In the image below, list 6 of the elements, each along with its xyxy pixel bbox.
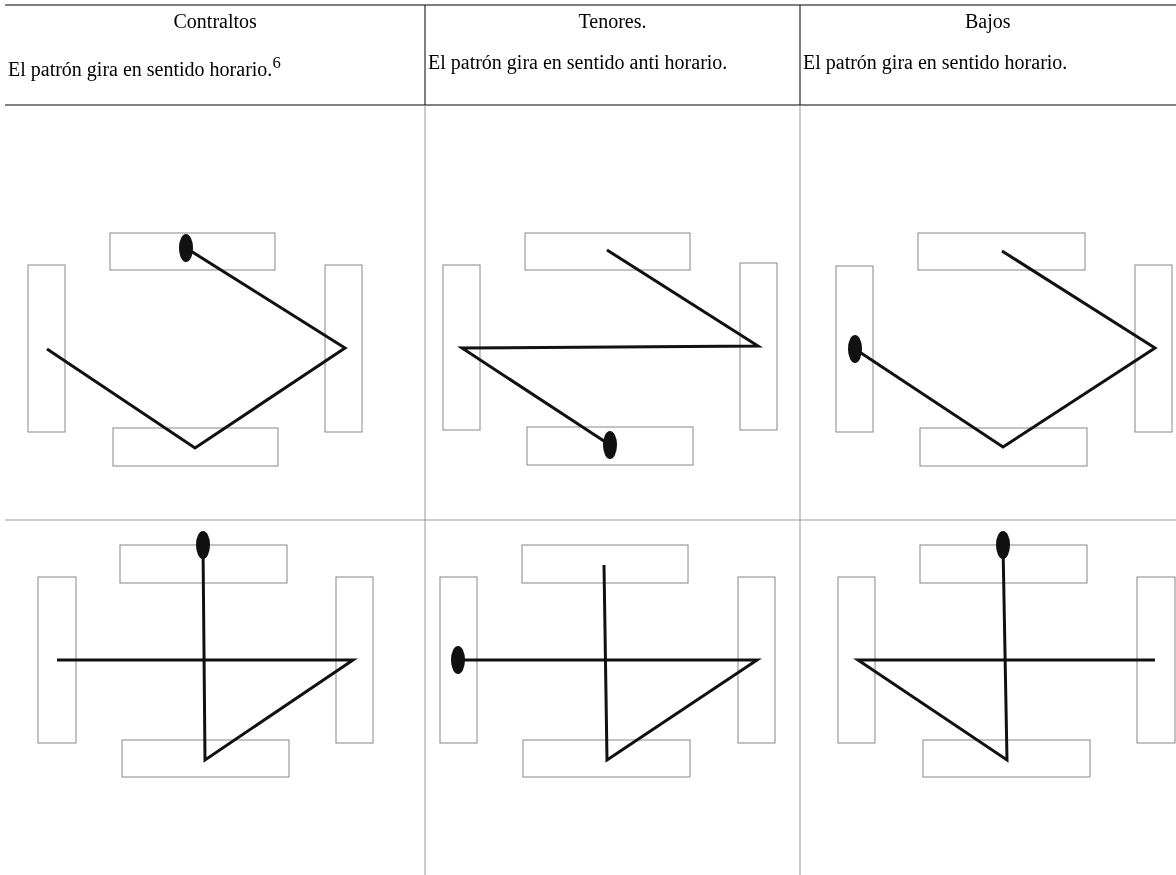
cell-text: El patrón gira en sentido anti horario.	[428, 52, 729, 73]
cell-text: El patrón gira en sentido horario.$^{6}$	[8, 52, 282, 80]
column-header: Tenores.	[578, 10, 647, 32]
cell-text: El patrón gira en sentido horario.	[803, 52, 1069, 73]
column-header: Contraltos	[173, 10, 257, 32]
column-header: Bajos	[965, 10, 1011, 32]
